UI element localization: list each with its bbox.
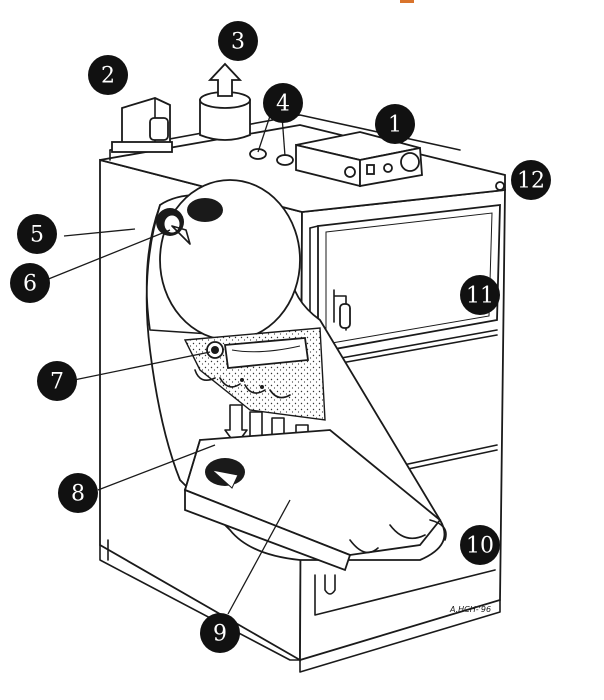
control-panel <box>295 131 423 188</box>
callout-number: 12 <box>517 169 545 194</box>
callout-badge-2: 2 <box>88 55 128 95</box>
callout-badge-5: 5 <box>17 214 57 254</box>
callout-badge-1: 1 <box>375 104 415 144</box>
cutaway-interior <box>145 179 447 572</box>
callout-badge-circle <box>10 263 50 303</box>
callout-number: 2 <box>101 64 115 89</box>
callout-number: 4 <box>276 92 290 117</box>
callout-badge-8: 8 <box>58 473 98 513</box>
upper-front-door <box>309 203 501 356</box>
burner-nozzles <box>194 341 291 399</box>
callout-badge-circle <box>58 473 98 513</box>
callout-badge-9: 9 <box>200 613 240 653</box>
callout-badge-7: 7 <box>37 361 77 401</box>
callout-number: 6 <box>23 272 37 297</box>
draught-fan-unit <box>111 97 173 153</box>
callout-badge-circle <box>88 55 128 95</box>
callout-number: 11 <box>466 284 494 309</box>
callout-number: 9 <box>213 622 227 647</box>
callout-badge-3: 3 <box>218 21 258 61</box>
callout-number: 7 <box>50 370 64 395</box>
flue-outlet <box>199 62 251 141</box>
callout-badge-circle <box>37 361 77 401</box>
callout-leaders <box>45 115 291 615</box>
callout-badge-4: 4 <box>263 83 303 123</box>
top-accent-mark <box>400 0 414 3</box>
callout-badge-10: 10 <box>460 525 500 565</box>
side-knob <box>495 181 505 191</box>
gauge-caps <box>249 148 294 166</box>
callout-number: 10 <box>466 534 494 559</box>
callout-badge-circle <box>460 275 500 315</box>
callout-badge-12: 12 <box>511 160 551 200</box>
callout-number: 1 <box>388 113 402 138</box>
callout-badge-circle <box>263 83 303 123</box>
callout-badge-6: 6 <box>10 263 50 303</box>
callout-badge-11: 11 <box>460 275 500 315</box>
artist-signature: A.HCH-'96 <box>449 605 491 614</box>
callout-badge-circle <box>218 21 258 61</box>
callout-number: 8 <box>71 482 85 507</box>
callout-number: 5 <box>30 223 44 248</box>
callout-number: 3 <box>231 30 245 55</box>
callout-badge-circle <box>511 160 551 200</box>
callout-badge-circle <box>460 525 500 565</box>
callout-badge-circle <box>200 613 240 653</box>
callout-badge-circle <box>375 104 415 144</box>
callout-badge-circle <box>17 214 57 254</box>
